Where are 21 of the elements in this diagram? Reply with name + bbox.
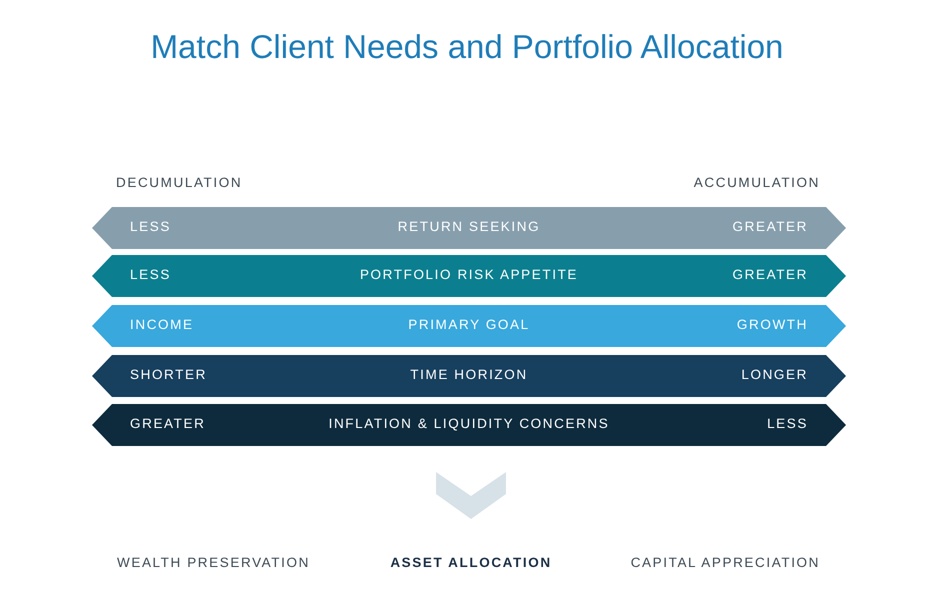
diagram-title: Match Client Needs and Portfolio Allocation <box>150 28 784 66</box>
side-heading: ACCUMULATION <box>694 175 820 190</box>
left-band-label: LESS <box>130 267 171 282</box>
band-title: RETURN SEEKING <box>398 219 540 234</box>
left-band-label: INCOME <box>130 317 194 332</box>
right-band-label: GREATER <box>732 267 808 282</box>
band-title: PRIMARY GOAL <box>408 317 530 332</box>
left-band-label: GREATER <box>130 416 206 431</box>
right-band-label: LESS <box>767 416 808 431</box>
right-band-label: GROWTH <box>736 317 808 332</box>
outcome-heading: ASSET ALLOCATION <box>390 555 552 570</box>
outcome-label: WEALTH PRESERVATION <box>117 555 310 570</box>
outcome-label: CAPITAL APPRECIATION <box>630 555 820 570</box>
right-band-label: LONGER <box>741 367 808 382</box>
band-title: INFLATION & LIQUIDITY CONCERNS <box>328 416 610 431</box>
band-title: PORTFOLIO RISK APPETITE <box>360 267 578 282</box>
left-band-label: SHORTER <box>130 367 207 382</box>
side-heading: DECUMULATION <box>116 175 242 190</box>
right-band-label: GREATER <box>732 219 808 234</box>
left-band-label: LESS <box>130 219 171 234</box>
band-title: TIME HORIZON <box>410 367 528 382</box>
